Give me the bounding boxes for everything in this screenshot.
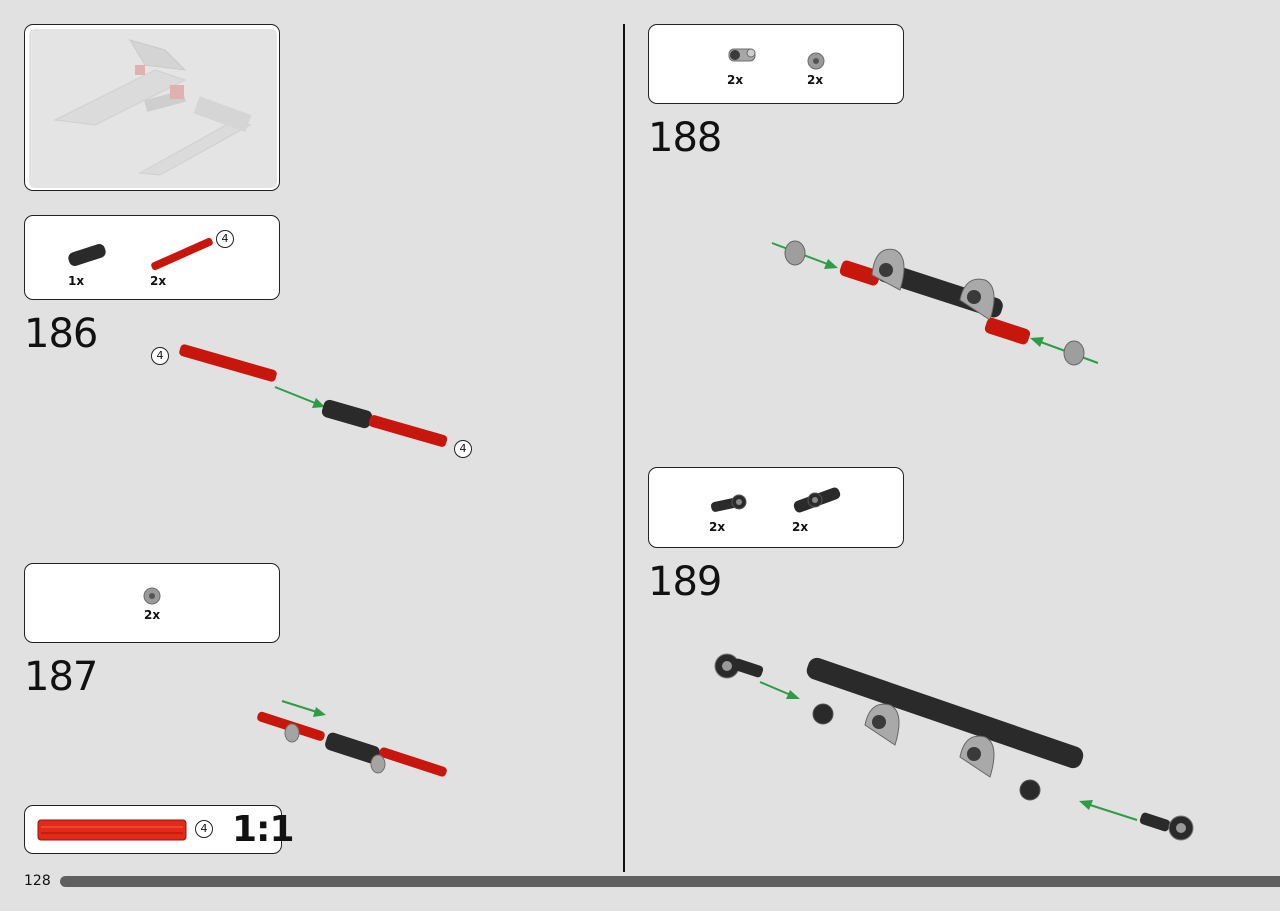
scale-ruler-box: 4 — [24, 805, 282, 854]
subassembly-image — [29, 29, 277, 188]
part-qty: 2x — [150, 274, 167, 288]
step-number: 186 — [24, 311, 98, 357]
black-connector-part — [68, 244, 106, 266]
parts-box-186: 1x 2x 4 — [24, 215, 280, 300]
length-callout: 4 — [151, 347, 169, 365]
step-number: 188 — [648, 115, 722, 161]
gray-bush-part — [807, 52, 825, 70]
parts-box-187: 2x — [24, 563, 280, 643]
step-186-illustration — [179, 344, 448, 447]
parts-box-189: 2x 2x — [648, 467, 904, 548]
black-axle-connector-part — [793, 487, 841, 513]
scale-ruler-axle — [37, 819, 187, 841]
part-qty: 2x — [709, 520, 726, 534]
step-number: 187 — [24, 654, 98, 700]
black-pin-connector-part — [710, 494, 747, 512]
step-188-illustration — [771, 240, 1099, 366]
step-number: 189 — [648, 559, 722, 605]
scale-label: 1:1 — [232, 809, 294, 850]
part-qty: 2x — [727, 73, 744, 87]
subassembly-preview — [24, 24, 280, 191]
part-qty: 2x — [792, 520, 809, 534]
part-qty: 1x — [68, 274, 85, 288]
page-number: 128 — [24, 873, 51, 889]
part-qty: 2x — [807, 73, 824, 87]
length-callout: 4 — [216, 230, 234, 248]
gray-bush-part — [143, 587, 161, 605]
parts-box-188: 2x 2x — [648, 24, 904, 104]
step-189-illustration — [714, 653, 1194, 841]
length-callout: 4 — [195, 820, 213, 838]
part-qty: 2x — [144, 608, 161, 622]
red-axle-part — [151, 237, 213, 271]
length-callout: 4 — [454, 440, 472, 458]
gray-connector-part — [728, 48, 756, 62]
page-progress-bar — [60, 876, 1280, 887]
step-187-illustration — [257, 700, 447, 777]
page-divider — [623, 24, 625, 872]
